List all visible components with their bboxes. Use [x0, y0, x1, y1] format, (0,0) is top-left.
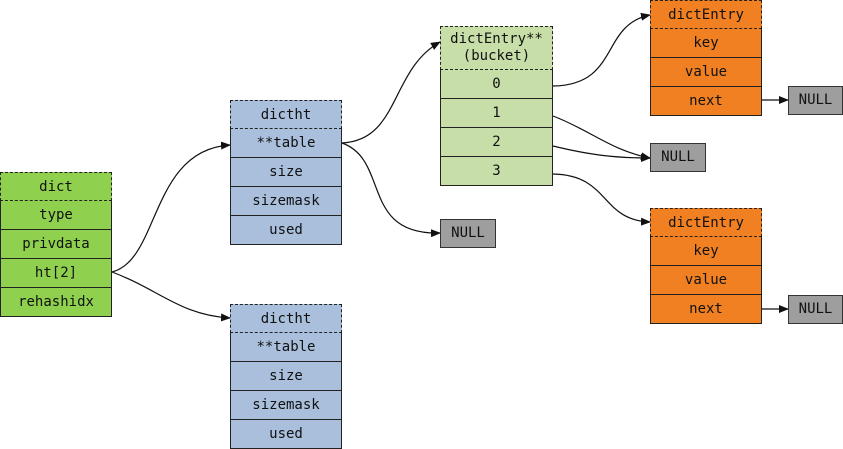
dictht-1-table: **table: [230, 333, 342, 362]
dictht-1-size: size: [230, 362, 342, 391]
dictht-0-used: used: [230, 216, 342, 245]
null-bucket-1-2: NULL: [650, 143, 706, 172]
arrow-b2-to-null: [552, 145, 651, 162]
dictentry-3-title: dictEntry: [650, 208, 762, 237]
dictht-0-node: dictht **table size sizemask used: [230, 100, 342, 245]
dict-node: dict type privdata ht[2] rehashidx: [0, 172, 112, 317]
dictentry-3-node: dictEntry key value next: [650, 208, 762, 324]
arrow-b0-to-entry0: [552, 12, 651, 87]
arrow-table-to-bucket: [341, 41, 441, 144]
dictht-0-title: dictht: [230, 100, 342, 129]
dict-field-ht: ht[2]: [0, 259, 112, 288]
bucket-title: dictEntry** (bucket): [440, 26, 553, 70]
dictht-0-sizemask: sizemask: [230, 187, 342, 216]
arrow-table-to-null: [341, 142, 441, 238]
dictentry-0-next: next: [650, 87, 762, 116]
dictentry-0-key: key: [650, 29, 762, 58]
dictentry-3-key: key: [650, 237, 762, 266]
dictentry-0-value: value: [650, 58, 762, 87]
dictentry-3-value: value: [650, 266, 762, 295]
dict-title: dict: [0, 172, 112, 201]
dictht-1-node: dictht **table size sizemask used: [230, 304, 342, 449]
bucket-slot-0: 0: [440, 70, 553, 99]
null-table: NULL: [440, 219, 496, 248]
dictht-0-size: size: [230, 158, 342, 187]
bucket-node: dictEntry** (bucket) 0 1 2 3: [440, 26, 553, 186]
dictentry-3-next: next: [650, 295, 762, 324]
dictht-1-title: dictht: [230, 304, 342, 333]
dictht-0-table: **table: [230, 129, 342, 158]
dictht-1-sizemask: sizemask: [230, 391, 342, 420]
bucket-slot-3: 3: [440, 157, 553, 186]
dict-field-rehashidx: rehashidx: [0, 288, 112, 317]
dictentry-0-node: dictEntry key value next: [650, 0, 762, 116]
arrow-b1-to-null: [552, 115, 651, 161]
arrow-ht-to-ht0: [111, 141, 231, 273]
null-next-0: NULL: [788, 86, 843, 115]
arrow-b3-to-entry3: [552, 173, 651, 226]
bucket-slot-1: 1: [440, 99, 553, 128]
bucket-slot-2: 2: [440, 128, 553, 157]
arrow-ht-to-ht1: [111, 271, 231, 322]
dict-field-type: type: [0, 201, 112, 230]
dictentry-0-title: dictEntry: [650, 0, 762, 29]
null-next-3: NULL: [788, 295, 843, 324]
dict-field-privdata: privdata: [0, 230, 112, 259]
dictht-1-used: used: [230, 420, 342, 449]
